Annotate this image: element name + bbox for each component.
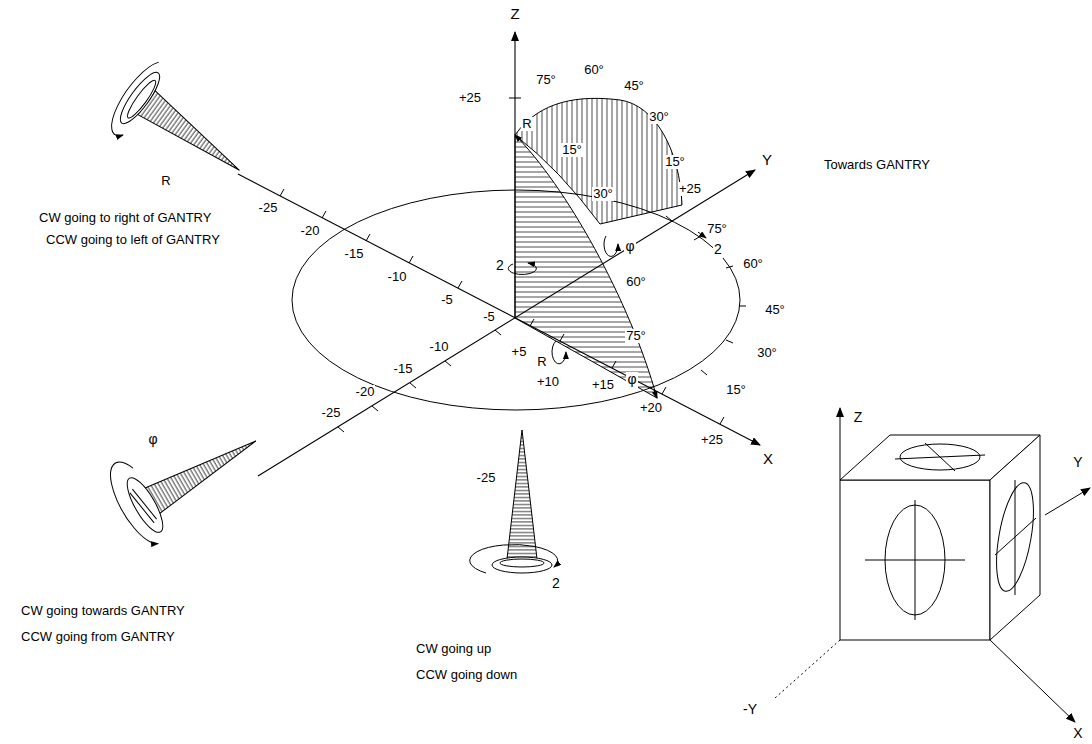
angle-label: 75° (625, 329, 647, 343)
orientation-cube (775, 408, 1090, 722)
angle-label: 60° (742, 257, 764, 271)
direction-note: CW going to right of GANTRY (38, 211, 212, 225)
angle-label: 15° (725, 383, 747, 397)
tick-value: -25 (476, 471, 497, 485)
tick-value: -25 (321, 406, 342, 420)
angle-label: 60° (625, 275, 647, 289)
rotation-symbol: 2 (551, 576, 561, 591)
rotation-symbol: R (160, 174, 171, 188)
angle-label: 60° (583, 63, 605, 77)
tick-value: -15 (393, 362, 414, 376)
tick-value: -20 (300, 224, 321, 238)
rotation-symbol: 2 (495, 258, 505, 273)
angle-arrow (515, 135, 519, 139)
angle-label: 30° (592, 187, 614, 201)
angle-label: 30° (756, 346, 778, 360)
angle-label: 15° (561, 143, 583, 157)
tick-value: +15 (591, 378, 615, 392)
axis-label: Y (1072, 455, 1083, 470)
axis-label: -Y (742, 702, 758, 717)
axis-label: X (1072, 726, 1083, 741)
screw-symbol (102, 57, 263, 206)
angle-label: 75° (535, 73, 557, 87)
tick-value: +25 (700, 433, 724, 447)
tick-value: -10 (429, 340, 450, 354)
axis-label: X (762, 451, 774, 468)
hatched-sector (515, 98, 682, 224)
tick-value: -15 (344, 247, 365, 261)
tick-value: -25 (258, 201, 279, 215)
tick-value: +20 (639, 401, 663, 415)
angle-label: 45° (623, 79, 645, 93)
tick-value: -5 (440, 293, 454, 307)
angle-label: 30° (648, 110, 670, 124)
direction-note: Towards GANTRY (823, 158, 931, 172)
direction-note: CW going up (415, 642, 492, 656)
rotation-symbol: R (536, 355, 547, 369)
tick-value: -10 (387, 270, 408, 284)
tick-value: +25 (678, 182, 702, 196)
rotation-symbol: φ (624, 239, 635, 254)
rotation-loops (508, 232, 706, 364)
rotation-symbol: φ (147, 432, 158, 447)
direction-note: CCW going down (415, 668, 518, 682)
tick-value: -20 (355, 385, 376, 399)
tick-value: -5 (482, 310, 496, 324)
screw-symbol (470, 430, 558, 573)
direction-note: CW going towards GANTRY (20, 604, 186, 618)
axis-label: Y (761, 152, 773, 169)
axis-label: Z (509, 6, 520, 23)
rotation-symbol: φ (626, 372, 637, 387)
angle-label: 75° (706, 222, 728, 236)
axes (238, 32, 760, 476)
screw-symbol (100, 397, 276, 551)
rotation-symbol: 2 (713, 242, 723, 257)
angle-label: 45° (764, 303, 786, 317)
axis-label: Z (853, 410, 864, 425)
angle-label: 15° (664, 155, 686, 169)
tick-value: +10 (536, 375, 560, 389)
tick-value: +5 (511, 345, 528, 359)
tick-marks (280, 98, 746, 432)
direction-note: CCW going to left of GANTRY (45, 233, 221, 247)
rotation-symbol: R (521, 117, 532, 131)
direction-note: CCW going from GANTRY (20, 630, 176, 644)
tick-value: +25 (458, 91, 482, 105)
